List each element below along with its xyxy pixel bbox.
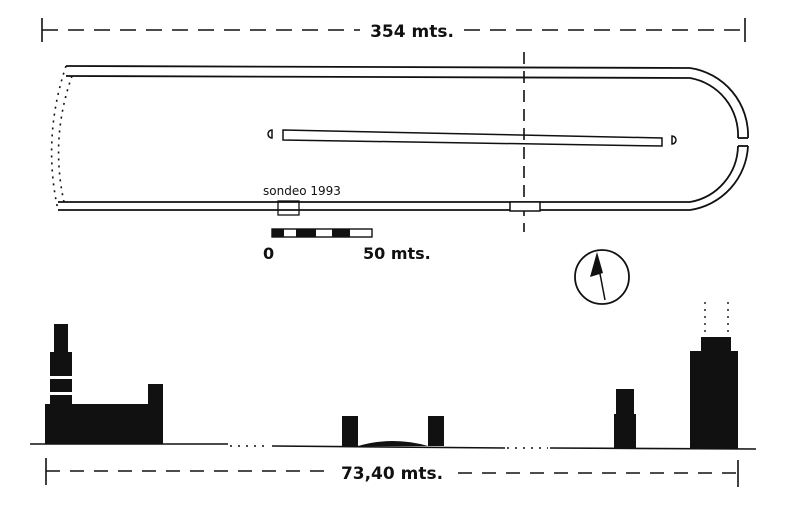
inner-wall-top	[65, 75, 739, 139]
sondeo-box	[277, 200, 300, 216]
scale-end-label: 50 mts.	[363, 244, 431, 263]
ground-seg-3	[549, 447, 757, 450]
left-structure-band-2	[48, 392, 74, 395]
scale-bar	[271, 228, 373, 238]
dotted-wall-inner	[57, 75, 73, 203]
section-dimension	[45, 458, 739, 487]
left-structure-band-1	[48, 376, 74, 379]
outer-wall-bottom	[58, 145, 749, 211]
scale-start-label: 0	[263, 244, 274, 263]
tower-body	[690, 351, 738, 449]
tower-reconstruction	[704, 302, 729, 337]
ground-seg-2	[271, 445, 506, 449]
north-arrow-icon	[574, 249, 630, 305]
gate-opening	[509, 201, 541, 212]
overall-length-label: 354 mts.	[370, 22, 454, 42]
spina-mound	[358, 441, 428, 446]
conjectural-end	[50, 65, 73, 211]
inner-wall-bottom	[58, 145, 739, 203]
meta-left	[267, 129, 273, 139]
spina	[267, 129, 677, 147]
left-structure	[45, 324, 163, 444]
ground-line	[30, 443, 757, 450]
section-length-label: 73,40 mts.	[341, 464, 443, 484]
scale-seg-1	[272, 229, 284, 237]
spina-body	[282, 129, 663, 147]
overall-dimension	[41, 18, 746, 42]
section-elevation	[45, 324, 738, 449]
scale-seg-2	[296, 229, 316, 237]
tower-top	[701, 337, 731, 352]
spina-pillar-right	[428, 416, 444, 446]
meta-right	[671, 135, 677, 145]
circus-plan	[58, 65, 749, 211]
scale-seg-3	[332, 229, 350, 237]
spina-pillar-left	[342, 416, 358, 446]
outer-wall-top	[65, 65, 749, 139]
scale-bar-frame	[271, 228, 373, 238]
sondeo-label: sondeo 1993	[263, 184, 341, 198]
right-pillar-base	[614, 414, 636, 448]
